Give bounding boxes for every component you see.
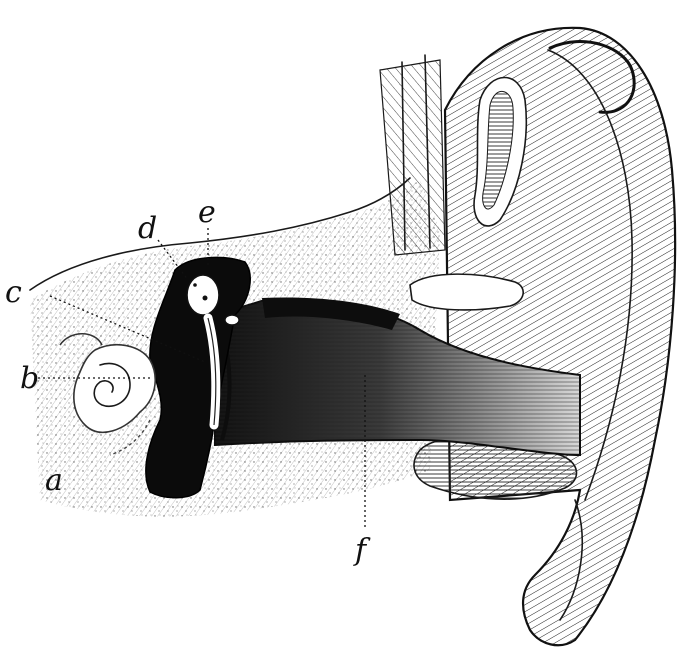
concha-upper [410, 274, 523, 310]
label-b: b [20, 361, 39, 396]
stapes [225, 315, 239, 325]
label-f: f [353, 533, 371, 568]
incus-dot [203, 296, 208, 301]
incus-head [187, 275, 219, 315]
label-d: d [138, 211, 157, 246]
label-a: a [45, 463, 63, 498]
label-e: e [198, 195, 216, 230]
incus-dot-2 [193, 283, 197, 287]
label-c: c [5, 275, 22, 310]
